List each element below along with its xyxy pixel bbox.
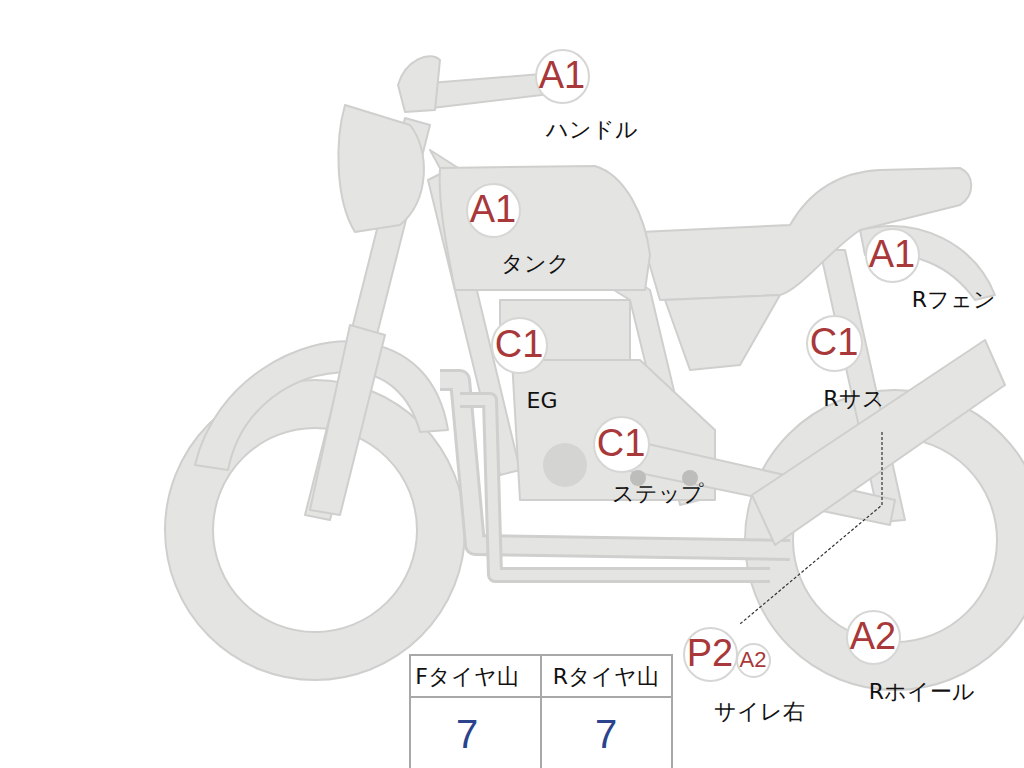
part-name: ハンドル [546,119,638,141]
callout-circle: A1タンク [466,183,521,238]
callout-circle: P2サイレ右 [683,627,738,682]
callout-circle: C1ステップ [593,416,650,473]
callout-circle: A2 [736,643,771,678]
side-cover [665,295,780,370]
damage-code: A2 [740,649,767,671]
callout-circle: A1ハンドル [535,49,590,104]
damage-code: A2 [850,617,896,655]
table-header: Fタイヤ山 [415,666,519,688]
exhaust-2-inner [460,400,770,575]
tyre-table [410,655,672,768]
damage-code: A1 [539,56,585,94]
damage-code: P2 [687,634,733,672]
silencer [752,340,1005,545]
leader-line [740,432,882,624]
damage-code: A1 [869,235,915,273]
fork-leg [310,325,385,515]
callout-circle: A1Rフェン [865,228,920,283]
table-value: 7 [456,714,478,754]
damage-code: C1 [597,424,646,462]
engine-cover [543,443,587,487]
damage-code: A1 [470,190,516,228]
part-name: Rサス [823,388,884,410]
part-name: サイレ右 [714,701,805,723]
exhaust-2 [460,400,770,575]
part-name: Rフェン [912,289,996,311]
callout-circle: A2Rホイール [846,610,901,665]
part-name: Rホイール [869,681,975,703]
engine [512,360,715,500]
callout-circle: C1EG [491,317,548,374]
seat [640,168,971,300]
headlight [338,105,424,232]
table-value: 7 [595,714,617,754]
damage-code: C1 [495,325,544,363]
table-header: Rタイヤ山 [553,666,659,688]
mirror [398,56,440,112]
damage-code: C1 [810,323,859,361]
part-name: ステップ [612,483,704,505]
part-name: タンク [501,253,570,275]
fuel-tank [440,166,650,290]
part-name: EG [527,390,558,412]
callout-circle: C1Rサス [806,315,863,372]
